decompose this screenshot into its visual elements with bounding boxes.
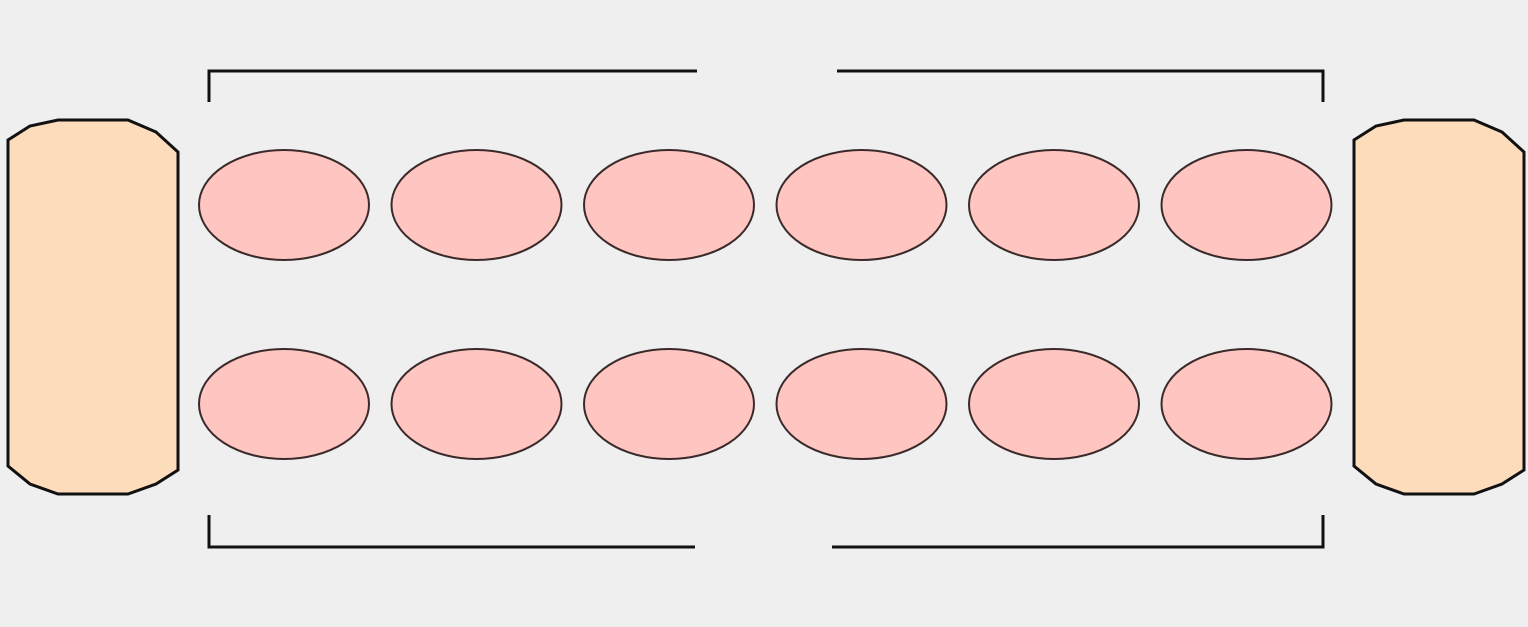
top-row-cell [775,149,948,261]
cell-rows [198,149,1333,460]
top-row-cell [390,149,563,261]
bottom-row [198,348,1333,460]
right-end-cap [1352,118,1526,496]
bottom-bracket-left [207,515,695,549]
bottom-bracket [207,515,1325,549]
bottom-row-cell [198,348,370,460]
bottom-row-cell [583,348,755,460]
top-row-cell [583,149,755,261]
top-row-cell [1160,149,1333,261]
top-row-cell [198,149,370,261]
bottom-row-cell [390,348,563,460]
left-end-cap [6,118,180,496]
bottom-row-cell [775,348,948,460]
top-row [198,149,1333,261]
bottom-bracket-right [832,515,1325,549]
top-bracket-right [837,69,1325,102]
bottom-row-cell [968,348,1140,460]
bottom-row-cell [1160,348,1333,460]
top-row-cell [968,149,1140,261]
top-bracket-left [207,69,697,102]
top-bracket [207,69,1325,102]
